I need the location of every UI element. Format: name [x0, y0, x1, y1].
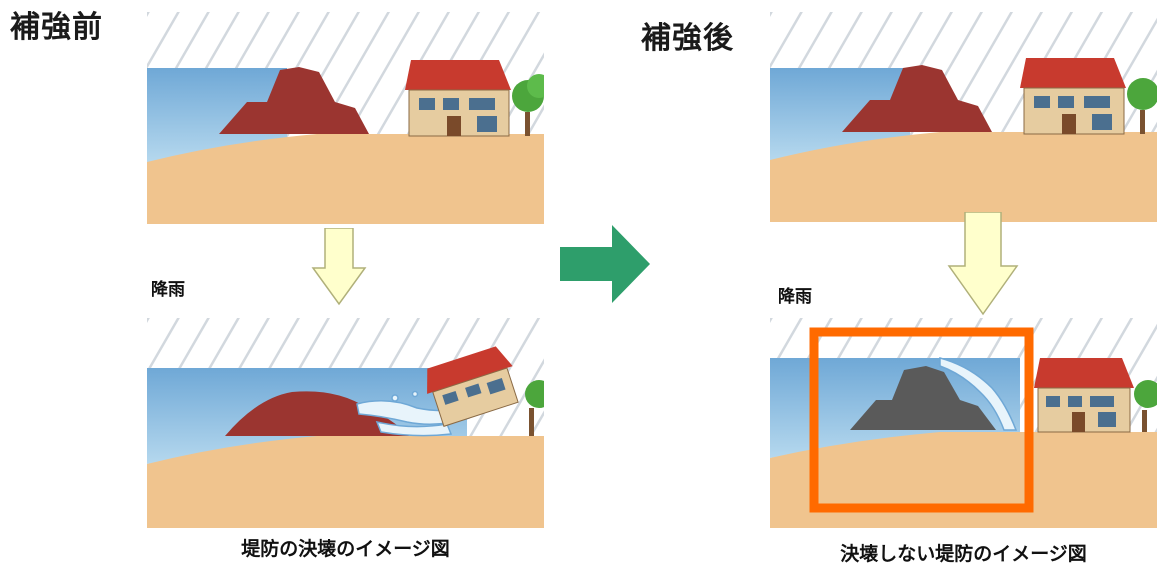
house — [405, 60, 511, 137]
before-heading: 補強前 — [10, 10, 103, 45]
before-down-arrow — [311, 228, 367, 306]
levee — [842, 65, 992, 132]
before-caption: 堤防の決壊のイメージ図 — [241, 538, 450, 560]
after-down-arrow — [947, 212, 1019, 316]
ground — [770, 132, 1157, 222]
highlight-frame — [809, 327, 1034, 513]
before-normal-scene — [147, 12, 544, 224]
after-normal-scene — [770, 12, 1157, 222]
tree — [1134, 380, 1157, 432]
house — [1020, 58, 1126, 135]
ground — [147, 436, 544, 528]
water-overflow — [939, 357, 1018, 431]
transition-arrow — [560, 225, 650, 303]
collapsing-house — [427, 346, 519, 427]
after-caption: 決壊しない堤防のイメージ図 — [840, 543, 1087, 565]
collapsed-levee — [225, 391, 409, 436]
tree — [1127, 78, 1157, 134]
before-rain-label: 降雨 — [151, 280, 185, 300]
before-breach-scene — [147, 318, 544, 528]
after-heading: 補強後 — [641, 21, 734, 56]
after-reinforced-scene — [770, 318, 1157, 528]
tree — [525, 380, 544, 436]
tree — [512, 74, 544, 136]
ground — [147, 134, 544, 224]
house — [1034, 358, 1134, 433]
reinforced-levee — [850, 366, 996, 430]
levee — [219, 67, 369, 134]
after-rain-label: 降雨 — [778, 287, 812, 307]
